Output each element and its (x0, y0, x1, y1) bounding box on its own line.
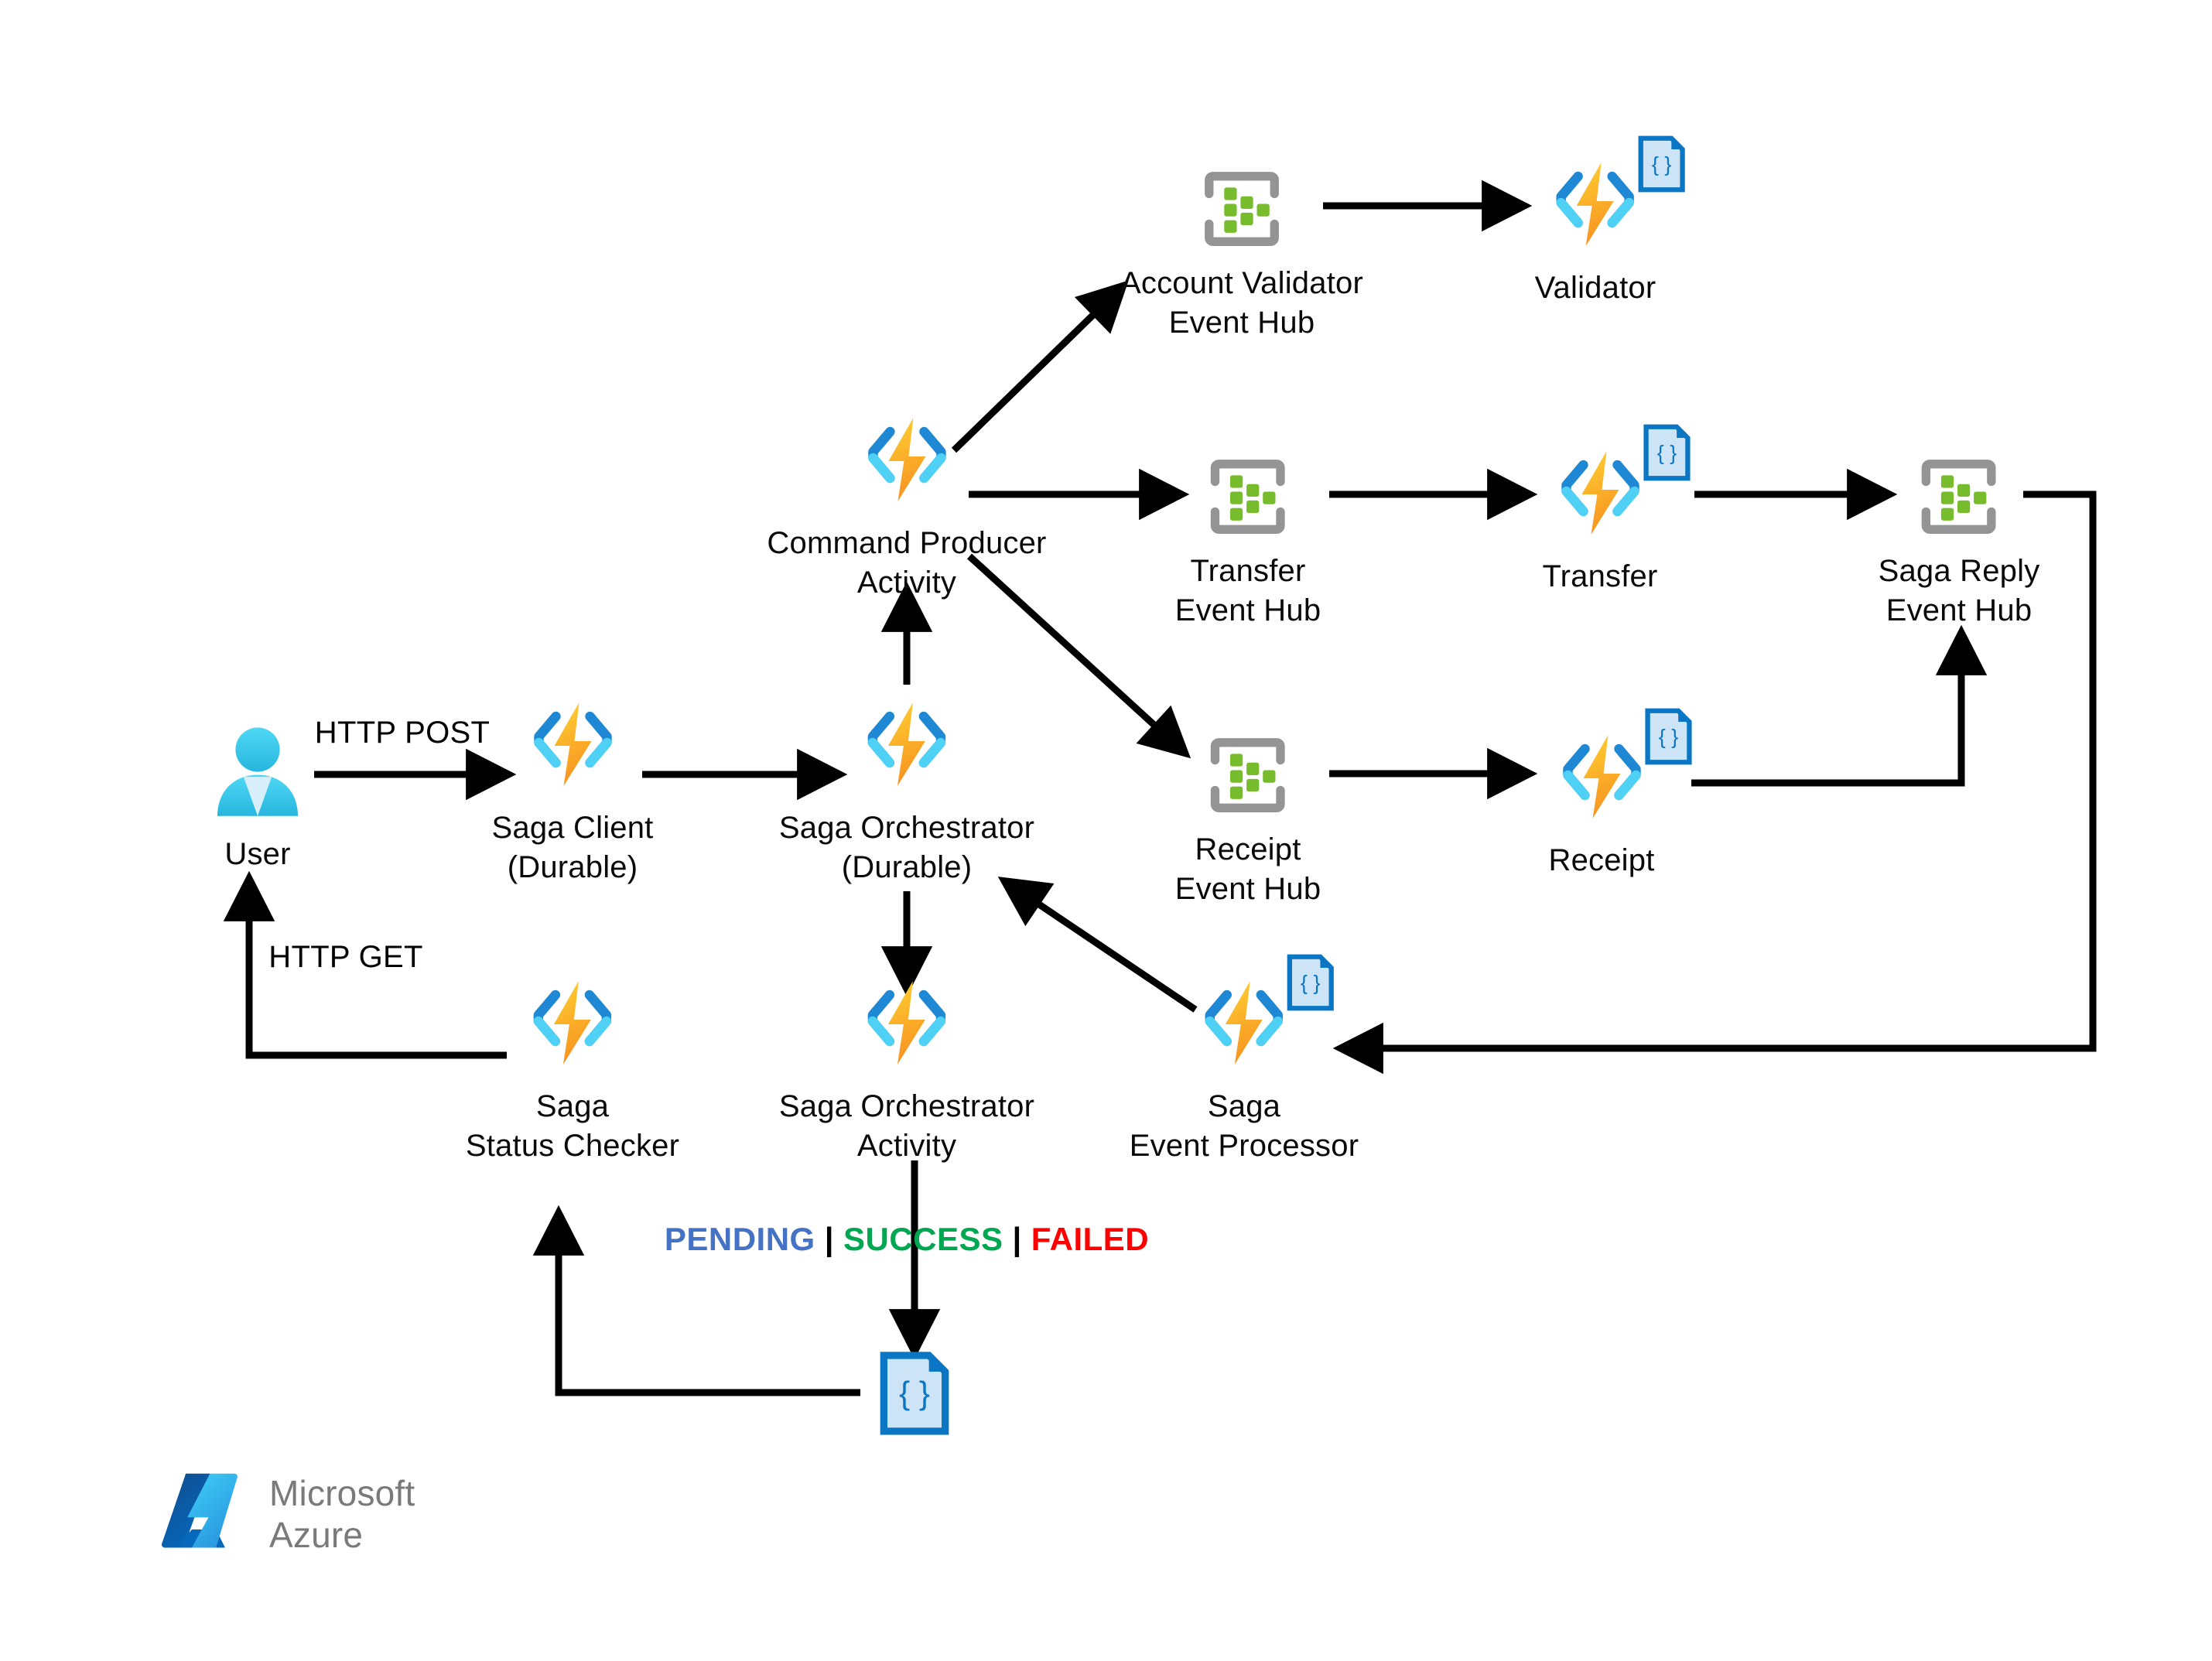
node-receipt-event-hub[interactable]: Receipt Event Hub (1175, 735, 1321, 909)
azure-logo (161, 1473, 238, 1548)
json-doc-icon: { } (1638, 135, 1686, 193)
json-badge: { } (1642, 423, 1691, 486)
node-label: User (224, 837, 291, 871)
node-saga-orchestrator-activity[interactable]: Saga Orchestrator Activity (779, 973, 1034, 1166)
function-icon (533, 702, 612, 786)
function-icon (1562, 735, 1641, 819)
edge-label-http-post: HTTP POST (314, 716, 491, 750)
node-transfer[interactable]: { } Transfer (1542, 424, 1691, 596)
node-icons (1208, 456, 1288, 541)
node-label: Saga Orchestrator Activity (778, 1089, 1035, 1164)
node-icons: { } (1546, 135, 1686, 258)
function-icon (867, 418, 946, 501)
status-badge-pending: PENDING (664, 1221, 815, 1257)
json-doc-icon: { } (880, 1352, 949, 1435)
user-icon (217, 727, 298, 816)
node-json-document[interactable]: { } (877, 1350, 952, 1441)
status-separator-2: | (1012, 1221, 1022, 1257)
json-badge: { } (1286, 953, 1335, 1016)
edge-receipt-to-saga-reply-hub (1691, 624, 1988, 787)
node-saga-client[interactable]: Saga Client (Durable) (492, 695, 654, 887)
svg-text:{ }: { } (1652, 153, 1671, 176)
node-user[interactable]: User (207, 719, 308, 874)
function-icon (1205, 981, 1284, 1065)
node-icons: { } (877, 1350, 952, 1441)
node-receipt[interactable]: { } Receipt (1548, 708, 1692, 880)
svg-text:{ }: { } (1658, 726, 1677, 749)
node-label: Saga Event Processor (1129, 1089, 1359, 1164)
node-label: Receipt (1548, 843, 1655, 877)
node-icons (857, 973, 956, 1076)
node-saga-status-checker[interactable]: Saga Status Checker (466, 973, 679, 1166)
json-doc-icon: { } (1287, 954, 1335, 1011)
node-transfer-event-hub[interactable]: Transfer Event Hub (1175, 456, 1321, 631)
function-icon (1561, 451, 1639, 535)
node-icons (857, 695, 956, 798)
function-icon (867, 981, 946, 1065)
node-saga-orchestrator[interactable]: Saga Orchestrator (Durable) (779, 695, 1034, 887)
node-icons (523, 695, 622, 798)
json-badge: { } (1637, 135, 1687, 197)
node-label: Transfer Event Hub (1174, 554, 1321, 628)
eventhub-icon (1211, 460, 1285, 534)
status-separator-1: | (824, 1221, 834, 1257)
eventhub-icon (1205, 172, 1279, 246)
status-legend: PENDING|SUCCESS|FAILED (665, 1221, 1149, 1258)
node-label: Saga Reply Event Hub (1878, 554, 2040, 628)
node-label: Receipt Event Hub (1174, 832, 1321, 907)
brand-line-microsoft: Microsoft (269, 1473, 415, 1514)
node-command-producer-activity[interactable]: Command Producer Activity (767, 410, 1046, 603)
node-icons (1919, 456, 1999, 541)
node-label: Saga Client (Durable) (491, 811, 654, 885)
json-badge: { } (1643, 707, 1693, 770)
status-badge-success: SUCCESS (843, 1221, 1003, 1257)
node-icons (857, 410, 956, 513)
brand-text: Microsoft Azure (269, 1473, 415, 1556)
node-icons (1208, 735, 1288, 819)
node-label: Saga Orchestrator (Durable) (778, 811, 1035, 885)
eventhub-icon (1922, 460, 1996, 534)
node-label: Saga Status Checker (465, 1089, 680, 1164)
function-icon (867, 702, 946, 786)
microsoft-azure-brand: Microsoft Azure (159, 1466, 415, 1563)
node-account-validator-event-hub[interactable]: Account Validator Event Hub (1120, 169, 1363, 343)
node-saga-reply-event-hub[interactable]: Saga Reply Event Hub (1879, 456, 2040, 631)
node-label: Transfer (1542, 559, 1658, 593)
json-doc-icon: { } (1644, 708, 1692, 765)
eventhub-icon (1211, 738, 1285, 812)
svg-text:{ }: { } (1301, 972, 1320, 995)
node-icons (523, 973, 622, 1076)
node-label: Command Producer Activity (767, 526, 1047, 600)
node-validator[interactable]: { } Validator (1534, 135, 1686, 308)
status-badge-failed: FAILED (1031, 1221, 1150, 1257)
node-icons: { } (1550, 424, 1691, 546)
node-label: Account Validator Event Hub (1120, 266, 1363, 340)
svg-text:{ }: { } (899, 1375, 930, 1411)
node-icons: { } (1552, 708, 1692, 830)
json-doc-icon: { } (1643, 424, 1691, 481)
function-icon (533, 981, 612, 1065)
function-icon (1556, 162, 1635, 246)
node-label: Validator (1534, 271, 1656, 305)
brand-line-azure: Azure (269, 1514, 364, 1555)
node-saga-event-processor[interactable]: { } Saga Event Processor (1129, 954, 1359, 1166)
svg-text:{ }: { } (1656, 442, 1676, 465)
edge-label-http-get: HTTP GET (268, 940, 423, 974)
node-icons (207, 719, 308, 824)
node-icons: { } (1195, 954, 1335, 1076)
node-icons (1202, 169, 1282, 253)
